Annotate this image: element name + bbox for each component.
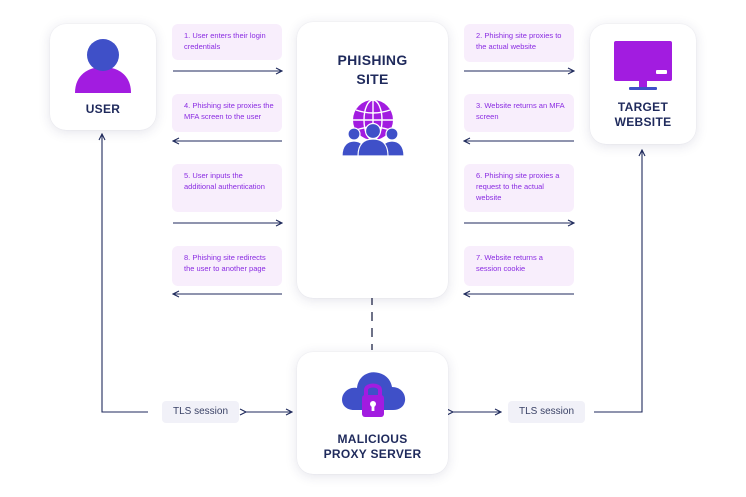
proxy-server-card: MALICIOUS PROXY SERVER (297, 352, 448, 474)
target-tls-path (594, 150, 642, 413)
step-5-note: 5. User inputs the additional authentica… (172, 164, 282, 212)
step-4-note: 4. Phishing site proxies the MFA screen … (172, 94, 282, 132)
person-icon (75, 39, 131, 93)
phishing-label-line2: SITE (356, 71, 389, 87)
target-website-card: TARGET WEBSITE (590, 24, 696, 144)
user-label: USER (85, 102, 121, 116)
step-1-note: 1. User enters their login credentials (172, 24, 282, 60)
user-tls-path (102, 134, 148, 413)
target-label-line1: TARGET (617, 100, 669, 114)
user-card: USER (50, 24, 156, 130)
tls-session-right: TLS session (508, 401, 585, 423)
step-6-note: 6. Phishing site proxies a request to th… (464, 164, 574, 212)
tls-session-left: TLS session (162, 401, 239, 423)
globe-people-icon (341, 99, 405, 156)
step-3-note: 3. Website returns an MFA screen (464, 94, 574, 132)
proxy-label-line1: MALICIOUS (337, 432, 408, 446)
cloud-lock-icon (342, 372, 406, 417)
step-2-note: 2. Phishing site proxies to the actual w… (464, 24, 574, 62)
phishing-site-card: PHISHING SITE (297, 22, 448, 298)
phishing-label-line1: PHISHING (337, 52, 408, 68)
target-label-line2: WEBSITE (614, 115, 672, 129)
step-8-note: 8. Phishing site redirects the user to a… (172, 246, 282, 286)
monitor-icon (614, 41, 672, 90)
step-7-note: 7. Website returns a session cookie (464, 246, 574, 286)
proxy-label-line2: PROXY SERVER (323, 447, 422, 461)
